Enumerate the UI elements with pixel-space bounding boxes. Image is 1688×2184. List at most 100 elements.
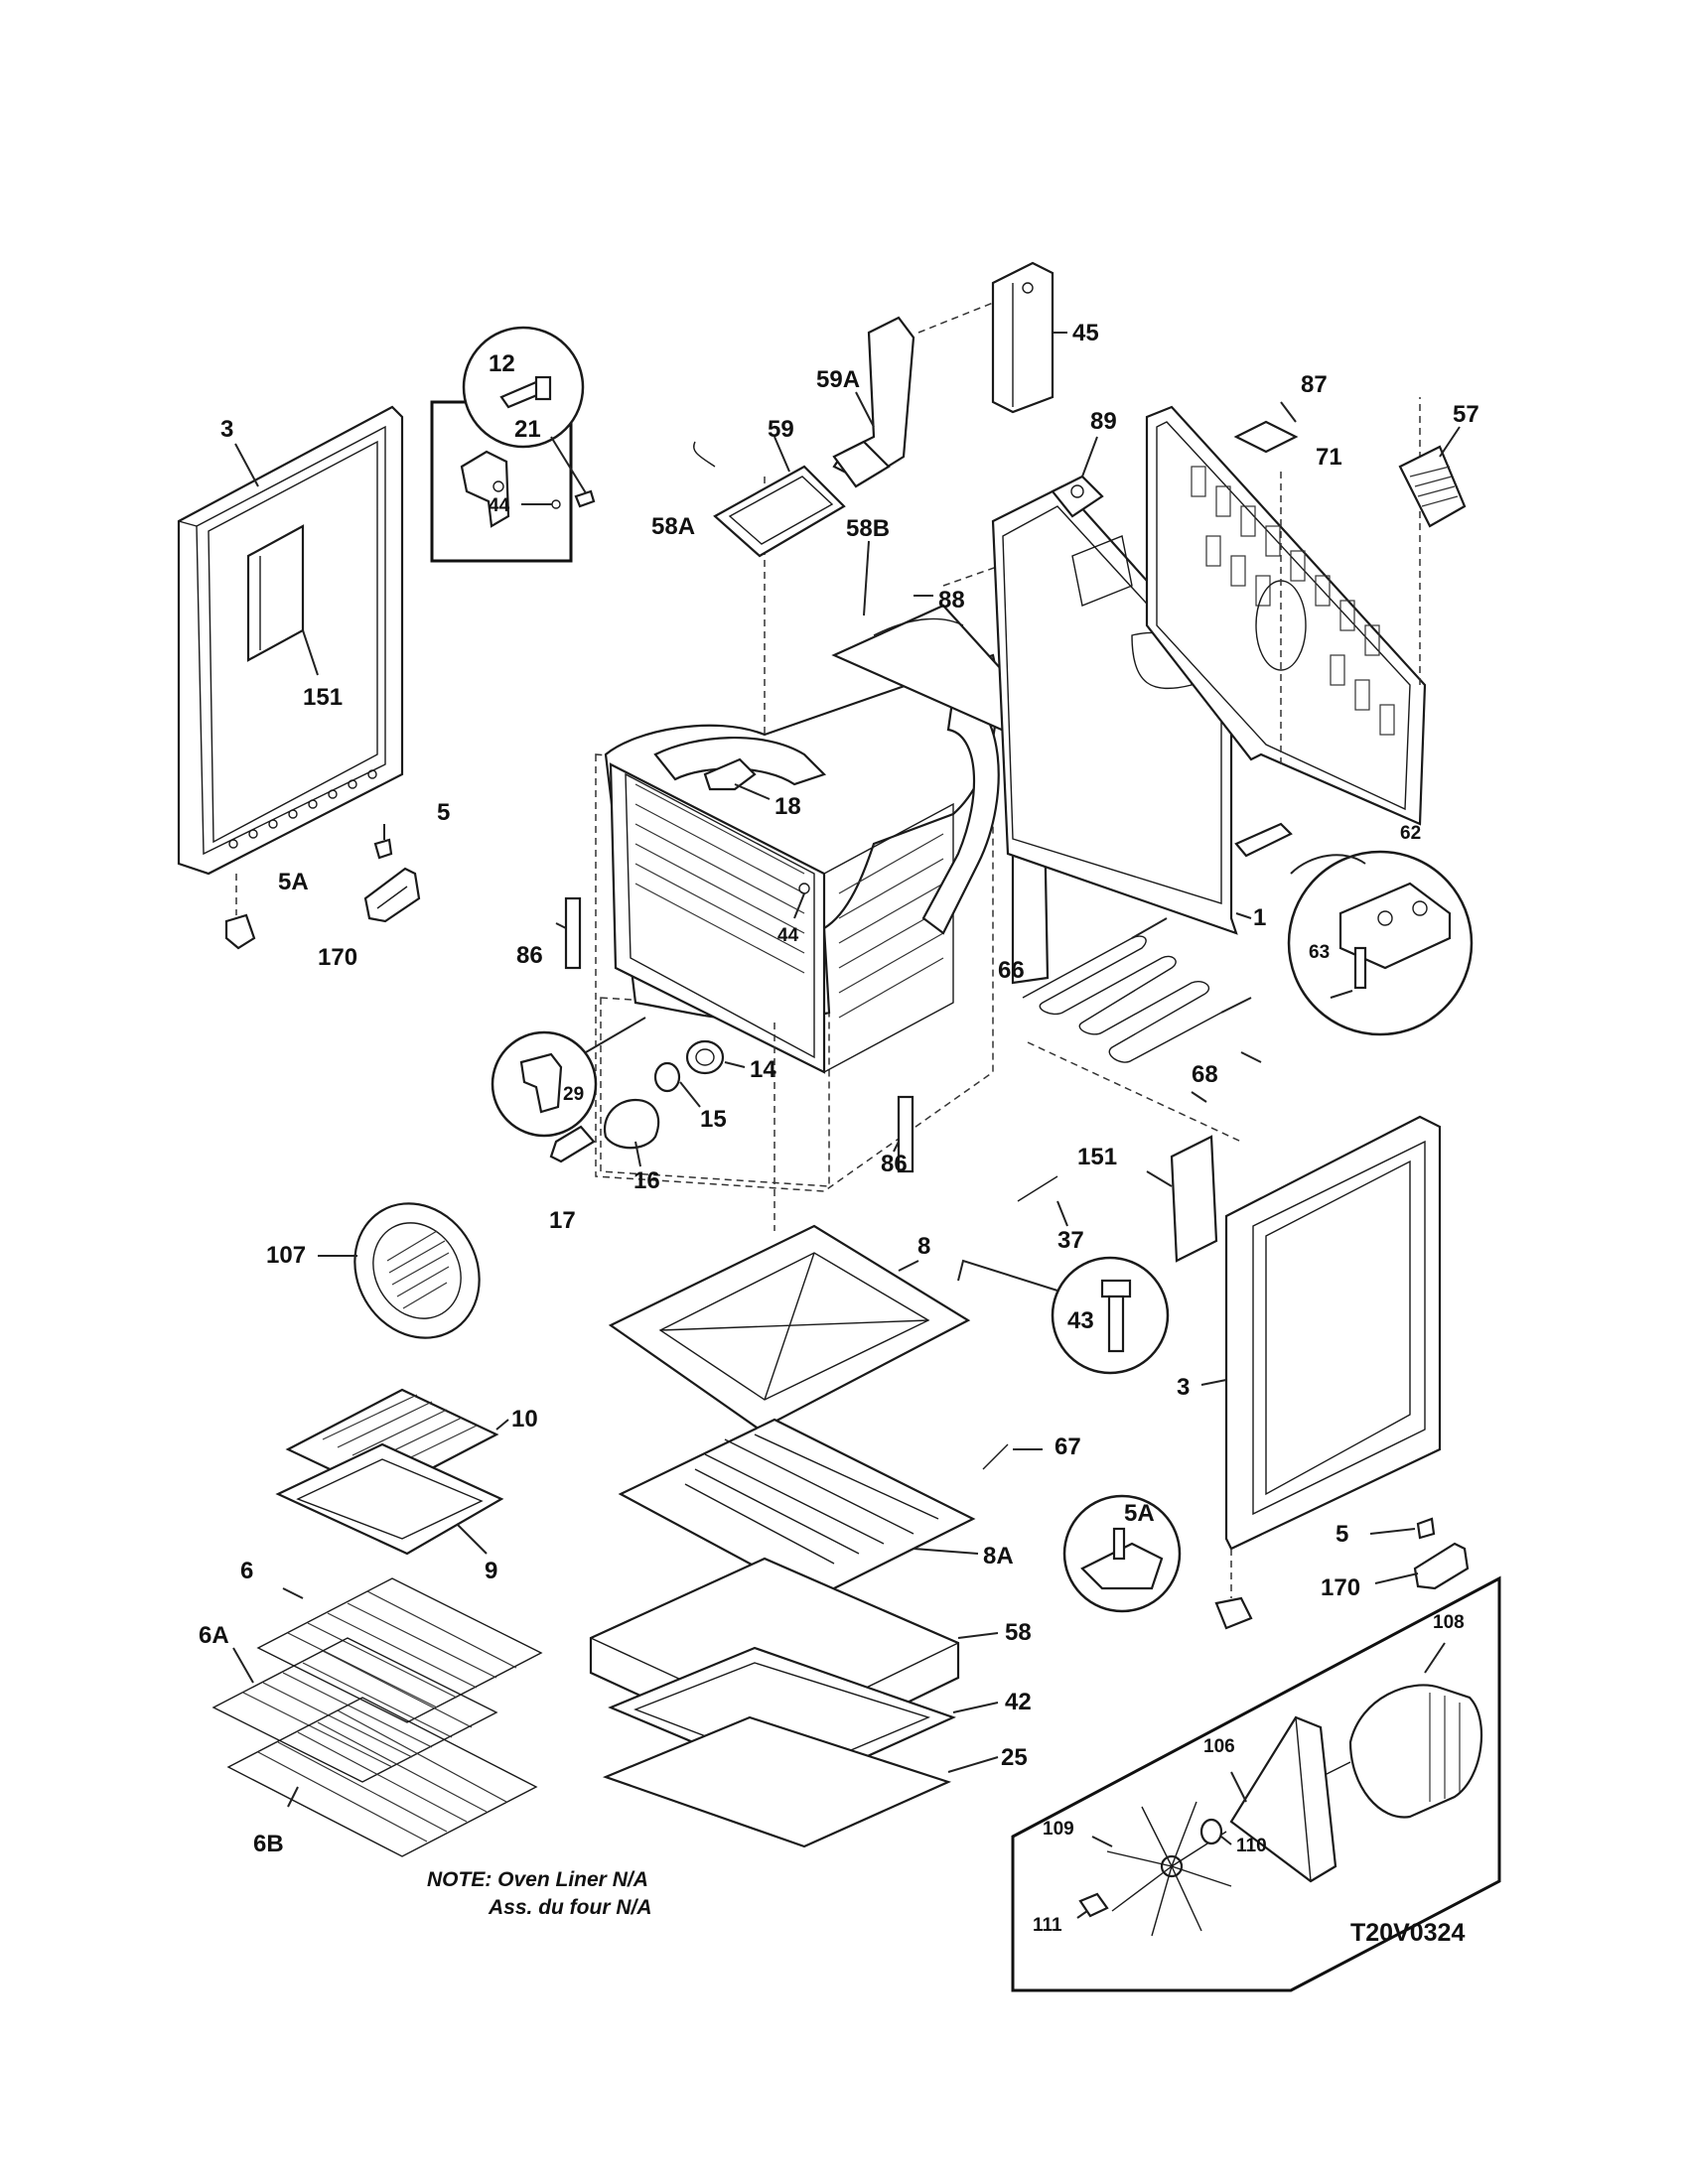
callout-1: 1: [1253, 904, 1266, 931]
vent-box-45: [917, 261, 1067, 414]
callout-58: 58: [1005, 1619, 1032, 1646]
rear-panel-71: [1145, 397, 1427, 826]
callout-43: 43: [1067, 1307, 1094, 1334]
duct-59A: [832, 316, 915, 488]
callout-87: 87: [1301, 371, 1328, 398]
detail-circle-12: [462, 326, 589, 497]
callout-44-left: 44: [489, 495, 510, 516]
sensor-37: [1017, 1175, 1068, 1227]
oven-rack-6B: [226, 1697, 538, 1857]
callout-8: 8: [917, 1233, 930, 1260]
nut-111: [1076, 1892, 1109, 1919]
callout-6: 6: [240, 1558, 253, 1584]
callout-18: 18: [774, 793, 801, 820]
callout-29: 29: [563, 1084, 584, 1105]
callout-62: 62: [1400, 823, 1421, 844]
left-side-panel: [177, 405, 404, 876]
callout-3-left: 3: [220, 416, 233, 443]
callout-labels: 3 21 151 12 44 5 5A 170 59 59A 45 58A 58…: [199, 320, 1479, 1936]
callout-106: 106: [1203, 1736, 1235, 1757]
callout-68: 68: [1192, 1061, 1218, 1088]
washer-110: [1199, 1818, 1232, 1845]
callout-108: 108: [1433, 1612, 1465, 1633]
callout-3-right: 3: [1177, 1374, 1190, 1401]
callout-37: 37: [1057, 1227, 1084, 1254]
detail-circle-62: [1287, 850, 1474, 1036]
bracket-86-mid: [893, 1095, 914, 1173]
callout-66: 66: [998, 957, 1025, 984]
callout-71: 71: [1316, 444, 1342, 471]
oven-rack-6A: [211, 1637, 498, 1783]
broiler-pan-8: [608, 1224, 971, 1432]
detail-circle-29: [491, 1017, 646, 1138]
small-part-44-left: [521, 489, 596, 509]
bracket-151-right: [1146, 1135, 1218, 1263]
detail-circle-5A-right: [1062, 1494, 1182, 1613]
callout-151-right: 151: [1077, 1144, 1117, 1170]
callout-59A: 59A: [816, 366, 860, 393]
callout-170-left: 170: [318, 944, 357, 971]
bracket-89: [1051, 436, 1104, 518]
callout-58A: 58A: [651, 513, 695, 540]
callout-44-mid: 44: [777, 925, 799, 946]
broil-element-59: [693, 436, 846, 558]
callout-9: 9: [485, 1558, 497, 1584]
callout-63: 63: [1309, 942, 1330, 963]
oven-light-assembly: [549, 1039, 746, 1167]
bracket-18: [703, 757, 771, 800]
bracket-87: [1233, 401, 1299, 454]
callout-6B: 6B: [253, 1831, 284, 1857]
callout-5-right: 5: [1336, 1521, 1348, 1548]
bracket-86-left: [555, 896, 582, 970]
callout-10: 10: [511, 1406, 538, 1433]
callout-16: 16: [633, 1167, 660, 1194]
callout-109: 109: [1043, 1819, 1074, 1840]
detail-circle-43: [957, 1256, 1170, 1375]
callout-14: 14: [750, 1056, 776, 1083]
cover-57: [1398, 426, 1467, 528]
callout-21: 21: [514, 416, 541, 443]
callout-57: 57: [1453, 401, 1479, 428]
left-hinge-parts: [224, 824, 421, 950]
callout-67: 67: [1055, 1433, 1081, 1460]
callout-5A-right: 5A: [1124, 1500, 1155, 1527]
screw-44-mid: [793, 883, 810, 919]
right-hinge-parts: [1214, 1517, 1470, 1630]
terminal-block: [1234, 822, 1293, 858]
diagram-code: T20V0324: [1350, 1919, 1465, 1947]
callout-89: 89: [1090, 408, 1117, 435]
note-line-1: NOTE: Oven Liner N/A: [427, 1868, 648, 1891]
fan-cover-107: [318, 1202, 481, 1339]
callout-107: 107: [266, 1242, 306, 1269]
callout-59: 59: [768, 416, 794, 443]
callout-111: 111: [1033, 1915, 1062, 1936]
callout-25: 25: [1001, 1744, 1028, 1771]
callout-170-right: 170: [1321, 1574, 1360, 1601]
sensor-67: [982, 1443, 1043, 1470]
callout-15: 15: [700, 1106, 727, 1133]
broiler-pan-8A: [618, 1418, 979, 1600]
fan-motor-108: [1320, 1642, 1483, 1819]
callout-110: 110: [1236, 1836, 1267, 1856]
bake-element-66: [1022, 917, 1252, 1063]
callout-8A: 8A: [983, 1543, 1014, 1570]
callout-5A-left: 5A: [278, 869, 309, 895]
fan-blade-109: [1091, 1801, 1232, 1937]
callout-45: 45: [1072, 320, 1099, 346]
callout-12: 12: [489, 350, 515, 377]
fan-bracket-106: [1229, 1715, 1337, 1883]
callout-86-left: 86: [516, 942, 543, 969]
callout-5-left: 5: [437, 799, 450, 826]
convection-fan-inset: [1011, 1575, 1501, 1992]
broil-pan-9: [275, 1442, 504, 1556]
callout-42: 42: [1005, 1689, 1032, 1715]
oven-rack-6: [256, 1577, 543, 1723]
callout-151-left: 151: [303, 684, 343, 711]
callout-58B: 58B: [846, 515, 890, 542]
callout-17: 17: [549, 1207, 576, 1234]
bottom-plate-25: [602, 1715, 999, 1848]
callout-6A: 6A: [199, 1622, 229, 1649]
note-line-2: Ass. du four N/A: [488, 1896, 652, 1919]
callout-86-mid: 86: [881, 1151, 908, 1177]
